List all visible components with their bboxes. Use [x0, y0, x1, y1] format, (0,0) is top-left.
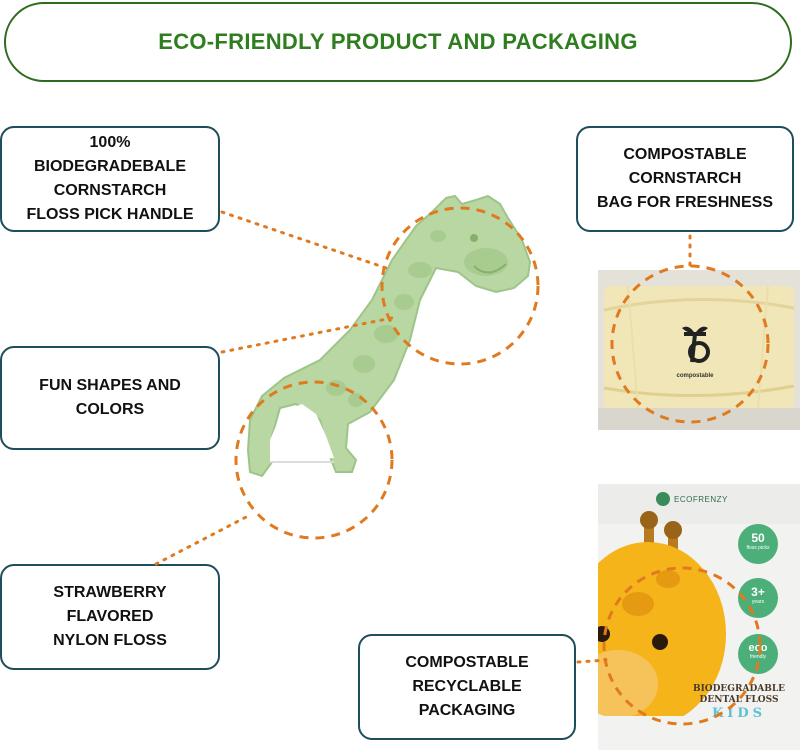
highlight-circle-bag — [610, 264, 770, 424]
callout-bag-line: COMPOSTABLE — [623, 146, 747, 163]
callout-shapes: FUN SHAPES AND COLORS — [0, 346, 220, 450]
callout-floss-line: FLAVORED — [66, 608, 154, 625]
product-name-line: DENTAL FLOSS — [699, 695, 779, 705]
leader-line-packaging — [576, 658, 608, 664]
callout-floss-line: STRAWBERRY — [53, 584, 167, 601]
compostable-logo-text: compostable — [676, 373, 714, 379]
giraffe-floss-pick — [246, 194, 532, 478]
product-name-line: BIODEGRADABLE — [692, 684, 786, 694]
callout-floss-line: NYLON FLOSS — [53, 632, 167, 649]
title-banner: ECO-FRIENDLY PRODUCT AND PACKAGING — [4, 2, 792, 82]
callout-handle-line: FLOSS PICK HANDLE — [26, 206, 194, 223]
page-title: ECO-FRIENDLY PRODUCT AND PACKAGING — [158, 29, 638, 54]
brand-name: ECOFRENZY — [674, 494, 728, 504]
highlight-circle-head — [380, 206, 540, 366]
callout-handle: 100% BIODEGRADEBALE CORNSTARCH FLOSS PIC… — [0, 126, 220, 232]
callout-packaging-line: RECYCLABLE — [412, 678, 522, 695]
badge-age-label: years — [751, 599, 765, 605]
badge-count-value: 50 — [751, 531, 765, 545]
badge-age-value: 3+ — [751, 585, 765, 599]
leader-line-shapes — [220, 316, 394, 354]
callout-packaging-line: COMPOSTABLE — [405, 654, 529, 671]
callout-packaging: COMPOSTABLE RECYCLABLE PACKAGING — [358, 634, 576, 740]
callout-bag-line: CORNSTARCH — [628, 170, 742, 187]
globe-icon — [656, 492, 670, 506]
callout-handle-line: BIODEGRADEBALE — [33, 158, 186, 175]
callout-bag-line: BAG FOR FRESHNESS — [596, 194, 773, 211]
leader-line-handle — [220, 210, 388, 270]
highlight-circle-box — [602, 566, 762, 726]
leader-line-floss — [154, 514, 250, 566]
badge-count-label: floss picks — [746, 545, 770, 551]
badge-count: 50 floss picks — [738, 524, 778, 564]
compostable-logo: compostable — [672, 322, 718, 380]
badge-eco-value: eco — [748, 642, 768, 654]
product-name-kids: KIDS — [711, 706, 767, 721]
brand-logo: ECOFRENZY — [656, 492, 728, 506]
callout-shapes-line: COLORS — [75, 401, 145, 418]
callout-bag: COMPOSTABLE CORNSTARCH BAG FOR FRESHNESS — [576, 126, 794, 232]
callout-floss: STRAWBERRY FLAVORED NYLON FLOSS — [0, 564, 220, 670]
badge-eco-label: friendly — [749, 654, 767, 660]
callout-packaging-line: PACKAGING — [418, 702, 516, 719]
highlight-circle-floss — [234, 380, 394, 540]
callout-handle-line: 100% — [89, 134, 131, 151]
callout-handle-line: CORNSTARCH — [53, 182, 167, 199]
callout-shapes-line: FUN SHAPES AND — [39, 377, 181, 394]
seedling-icon — [682, 326, 710, 363]
product-name: BIODEGRADABLE DENTAL FLOSS KIDS — [680, 684, 798, 721]
